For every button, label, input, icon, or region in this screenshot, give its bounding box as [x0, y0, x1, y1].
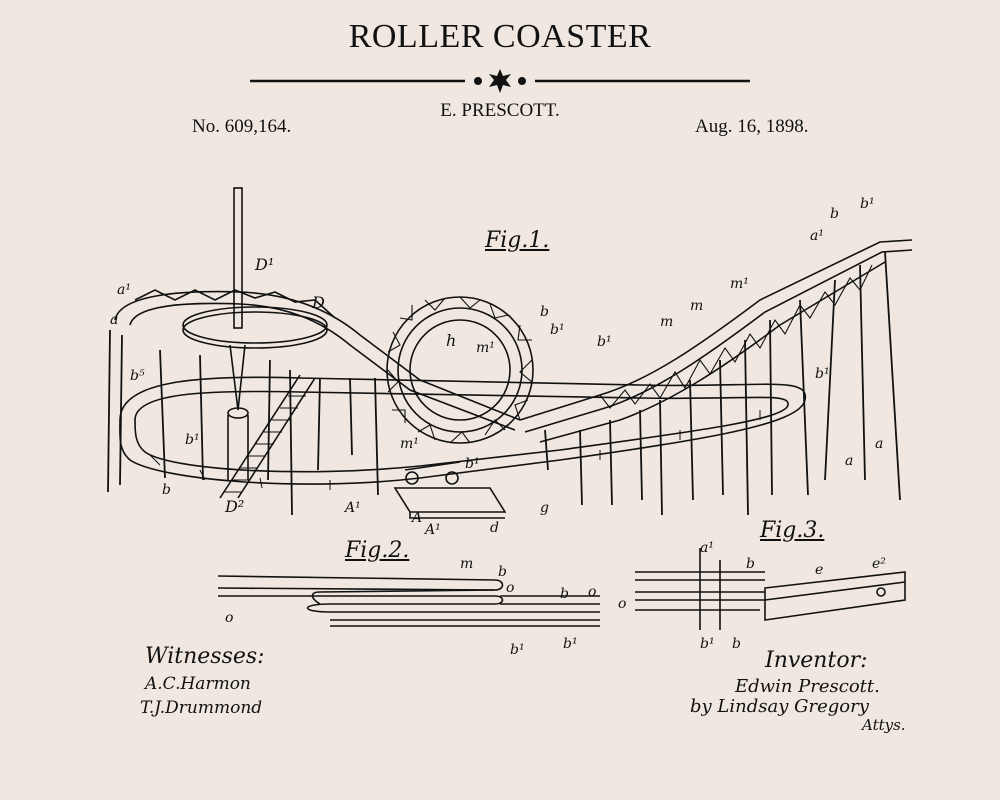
figure-3-drawing [635, 548, 906, 630]
attorney-signature: by Lindsay Gregory [690, 696, 869, 717]
svg-text:A¹: A¹ [343, 500, 361, 516]
svg-text:b: b [540, 304, 549, 320]
svg-text:o: o [506, 580, 514, 596]
patent-title: ROLLER COASTER [348, 18, 652, 55]
svg-text:o: o [618, 596, 626, 612]
svg-text:a¹: a¹ [810, 228, 824, 244]
svg-text:a¹: a¹ [117, 282, 131, 298]
inventor-name: E. PRESCOTT. [440, 100, 560, 121]
svg-text:A: A [410, 510, 422, 526]
inventor-signature: Edwin Prescott. [735, 676, 880, 697]
svg-text:b¹: b¹ [550, 322, 565, 338]
svg-text:b¹: b¹ [563, 636, 578, 652]
svg-text:b: b [560, 586, 569, 602]
svg-text:m: m [460, 556, 473, 572]
witnesses-label: Witnesses: [145, 644, 265, 669]
svg-text:b¹: b¹ [597, 334, 612, 350]
svg-text:m¹: m¹ [730, 276, 749, 292]
figure-1-drawing [107, 187, 913, 519]
svg-text:b: b [162, 482, 171, 498]
figure-1-label: Fig.1. [485, 228, 550, 253]
svg-text:a: a [110, 312, 118, 328]
patent-number: No. 609,164. [192, 116, 292, 137]
star-ornament-icon [489, 69, 511, 93]
svg-text:b¹: b¹ [185, 432, 200, 448]
svg-text:g: g [540, 500, 549, 516]
patent-date: Aug. 16, 1898. [695, 116, 809, 137]
svg-text:m¹: m¹ [476, 340, 495, 356]
svg-text:D¹: D¹ [254, 255, 274, 274]
svg-text:d: d [490, 520, 499, 536]
svg-text:m: m [660, 314, 673, 330]
ornamental-divider [250, 69, 750, 93]
svg-text:a: a [845, 453, 853, 469]
svg-text:b: b [498, 564, 507, 580]
attorneys-abbrev: Attys. [862, 716, 906, 734]
svg-text:b: b [732, 636, 741, 652]
figure-2-label: Fig.2. [345, 538, 410, 563]
svg-text:e: e [815, 562, 823, 578]
svg-text:b: b [746, 556, 755, 572]
svg-text:h: h [446, 331, 456, 350]
witness-signature-2: T.J.Drummond [140, 698, 263, 718]
svg-text:b¹: b¹ [860, 196, 875, 212]
svg-text:b¹: b¹ [465, 456, 480, 472]
svg-text:A¹: A¹ [423, 522, 441, 538]
inventor-label: Inventor: [765, 648, 868, 673]
figure-2-drawing [217, 575, 600, 627]
svg-text:a¹: a¹ [700, 540, 714, 556]
svg-text:D: D [311, 293, 325, 312]
svg-text:e²: e² [872, 556, 886, 572]
svg-text:b: b [830, 206, 839, 222]
svg-text:o: o [225, 610, 233, 626]
svg-text:m¹: m¹ [400, 436, 419, 452]
svg-text:b¹: b¹ [510, 642, 525, 658]
svg-text:b⁵: b⁵ [130, 368, 145, 384]
figure-3-label: Fig.3. [760, 518, 825, 543]
svg-text:m: m [690, 298, 703, 314]
witness-signature-1: A.C.Harmon [145, 674, 251, 694]
svg-text:a: a [875, 436, 883, 452]
svg-text:D²: D² [224, 497, 244, 516]
svg-text:b¹: b¹ [700, 636, 715, 652]
svg-text:o: o [588, 584, 596, 600]
svg-text:b¹: b¹ [815, 366, 830, 382]
